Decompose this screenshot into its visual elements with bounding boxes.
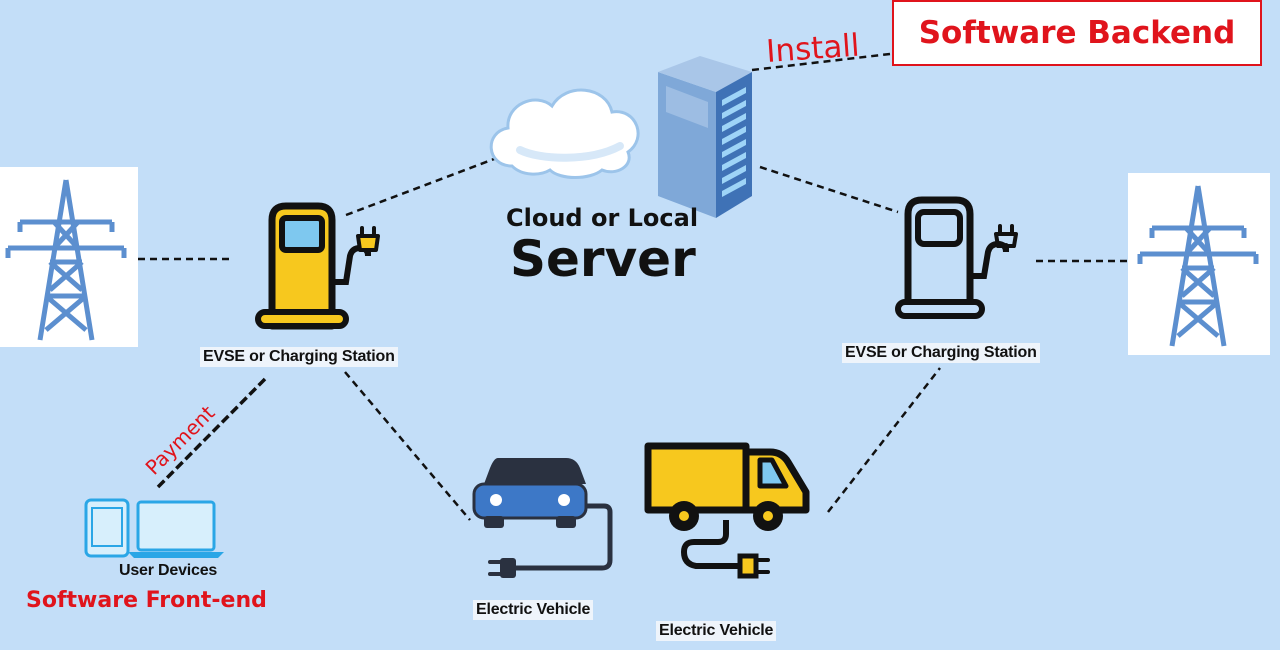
line-evse-to-car	[344, 371, 471, 521]
payment-label: Payment	[141, 401, 220, 480]
install-label: Install	[765, 28, 861, 70]
evse-left-label: EVSE or Charging Station	[200, 347, 398, 367]
connection-lines	[138, 52, 1128, 521]
ev-car-label: Electric Vehicle	[473, 600, 594, 620]
server-title-line2: Server	[510, 230, 696, 288]
electric-car-icon	[472, 458, 613, 578]
power-tower-left-icon	[0, 167, 138, 347]
software-backend-label: Software Backend	[892, 0, 1262, 66]
server-icon	[658, 56, 752, 218]
user-devices-label: User Devices	[119, 562, 218, 579]
ev-truck-label: Electric Vehicle	[656, 621, 777, 641]
server-title-line1: Cloud or Local	[506, 204, 699, 232]
line-truck-to-evse-right	[827, 367, 941, 513]
line-server-to-evse-right	[759, 165, 899, 214]
cloud-icon	[489, 88, 640, 179]
evse-right-label: EVSE or Charging Station	[842, 343, 1040, 363]
software-frontend-label: Software Front-end	[26, 588, 267, 613]
electric-truck-icon	[644, 442, 810, 579]
power-tower-right-icon	[1128, 173, 1270, 355]
line-evse-to-cloud	[345, 154, 503, 217]
evse-left-icon	[255, 202, 380, 330]
user-devices-icon	[84, 498, 224, 558]
evse-right-icon	[895, 196, 1018, 319]
